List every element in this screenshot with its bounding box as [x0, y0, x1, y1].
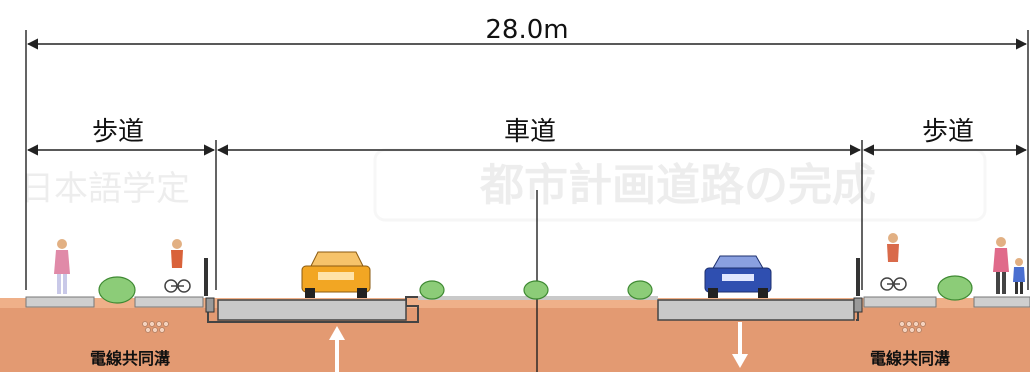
- right-curb-stone: [853, 297, 863, 313]
- shrub-icon: [419, 280, 445, 300]
- right-post: [856, 258, 860, 296]
- utility-duct-icon: [899, 321, 926, 333]
- left-utility-duct-label: 電線共同溝: [90, 349, 170, 368]
- left-sidewalk-label: 歩道: [92, 117, 144, 147]
- car-icon: [704, 255, 772, 298]
- right-roadway-lane: [657, 299, 855, 321]
- shrub-icon: [627, 280, 653, 300]
- total-width-label: 28.0m: [485, 15, 568, 45]
- shrub-icon: [98, 276, 136, 304]
- watermark-left-text: 日本語学定: [20, 169, 190, 209]
- cyclist-icon: [880, 233, 907, 291]
- pavement: [25, 296, 1030, 323]
- left-roadway-lane: [217, 299, 407, 321]
- background-watermark: 日本語学定 都市計画道路の完成: [20, 148, 987, 222]
- right-sidewalk-slab-2: [973, 296, 1030, 308]
- watermark-center-text: 都市計画道路の完成: [479, 160, 876, 211]
- pedestrian-icon: [54, 239, 70, 294]
- left-sidewalk-slab-1: [25, 296, 95, 308]
- ground-top-band: [0, 298, 1030, 308]
- car-icon: [301, 251, 371, 298]
- right-utility-duct-label: 電線共同溝: [870, 349, 950, 368]
- roadway-label: 車道: [504, 117, 556, 147]
- pedestrian-icon: [993, 237, 1009, 294]
- dimension-lines: [25, 30, 1029, 372]
- traffic-arrow-icon: [732, 322, 748, 368]
- right-sidewalk-slab-1: [863, 296, 937, 308]
- left-roadway-curb: [207, 296, 419, 323]
- left-curb-stone: [205, 297, 215, 313]
- left-sidewalk-slab-2: [134, 296, 204, 308]
- cyclist-icon: [164, 239, 191, 293]
- pedestrian-icon: [1013, 258, 1025, 294]
- shrub-icon: [937, 275, 973, 301]
- traffic-arrow-icon: [329, 326, 345, 372]
- utility-duct-icon: [142, 321, 169, 333]
- right-sidewalk-label: 歩道: [922, 117, 974, 147]
- shrub-icon: [523, 280, 549, 300]
- left-post: [204, 258, 208, 296]
